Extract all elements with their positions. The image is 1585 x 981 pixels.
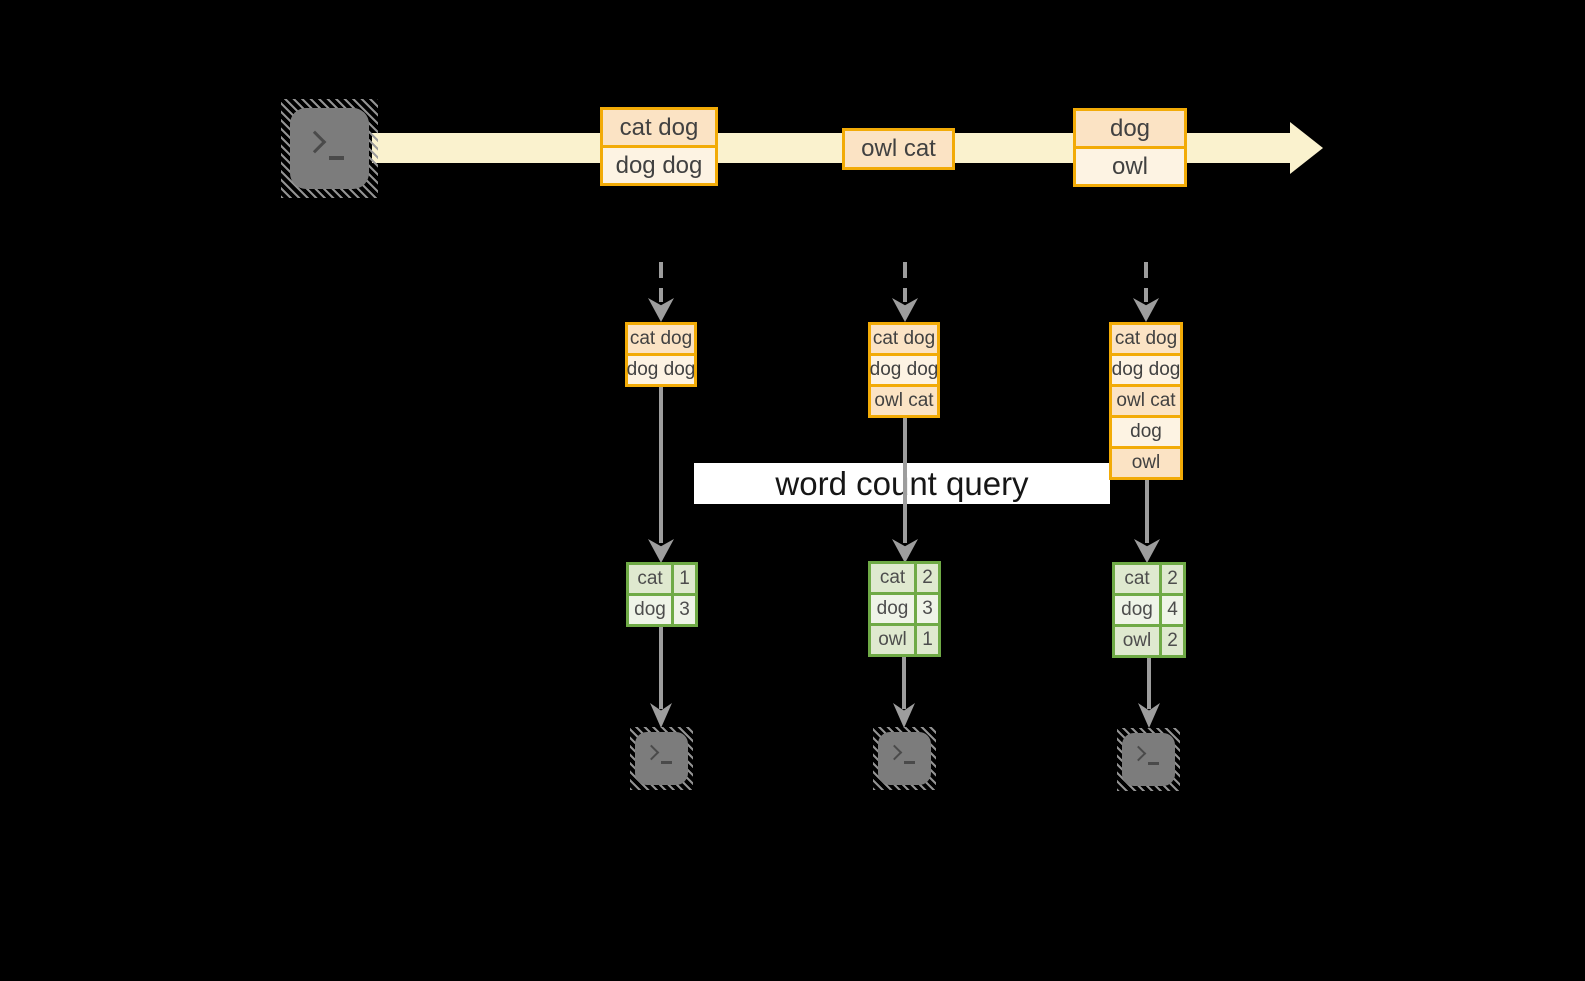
word-cell: owl xyxy=(1115,627,1159,655)
word-cell: dog xyxy=(871,595,914,623)
dashed-arrow-line xyxy=(659,262,663,302)
buffer-cell: dog dog xyxy=(627,356,695,384)
stream-record-box: dog owl xyxy=(1073,108,1187,187)
count-table: cat 2 dog 4 owl 2 xyxy=(1112,562,1186,658)
record-cell: owl cat xyxy=(845,131,952,167)
count-cell: 3 xyxy=(674,596,695,624)
prompt-underscore-icon xyxy=(1148,762,1159,765)
record-cell: cat dog xyxy=(603,110,715,145)
word-cell: cat xyxy=(871,564,914,592)
count-row: owl 1 xyxy=(871,626,938,654)
flow-arrow-line xyxy=(1147,658,1151,709)
prompt-underscore-icon xyxy=(329,156,344,160)
count-row: cat 2 xyxy=(1115,565,1183,593)
buffer-cell: cat dog xyxy=(871,325,937,353)
count-cell: 3 xyxy=(917,595,938,623)
word-cell: dog xyxy=(1115,596,1159,624)
word-cell: owl xyxy=(871,626,914,654)
terminal-screen xyxy=(878,732,931,785)
count-row: dog 3 xyxy=(871,595,938,623)
buffer-cell: owl xyxy=(1112,449,1180,477)
terminal-screen xyxy=(290,108,369,189)
flow-arrow-line xyxy=(1145,480,1149,543)
terminal-sink-icon xyxy=(1117,728,1180,791)
query-banner: word count query xyxy=(694,463,1110,504)
terminal-sink-icon xyxy=(630,727,693,790)
word-cell: cat xyxy=(1115,565,1159,593)
count-cell: 2 xyxy=(917,564,938,592)
buffer-cell: cat dog xyxy=(1112,325,1180,353)
count-row: cat 1 xyxy=(629,565,695,593)
count-cell: 2 xyxy=(1162,627,1183,655)
flow-arrow-line xyxy=(902,657,906,709)
record-cell: dog xyxy=(1076,111,1184,146)
flow-arrow-line xyxy=(659,627,663,709)
buffer-cell: dog dog xyxy=(870,356,938,384)
record-cell: dog dog xyxy=(603,148,715,183)
count-table: cat 2 dog 3 owl 1 xyxy=(868,561,941,657)
prompt-chevron-icon xyxy=(643,744,660,761)
buffer-cell: owl cat xyxy=(871,387,937,415)
terminal-sink-icon xyxy=(873,727,936,790)
buffer-cell: owl cat xyxy=(1112,387,1180,415)
count-cell: 1 xyxy=(674,565,695,593)
prompt-underscore-icon xyxy=(661,761,672,764)
buffer-cell: cat dog xyxy=(628,325,694,353)
prompt-chevron-icon xyxy=(886,744,903,761)
terminal-screen xyxy=(1122,733,1175,786)
buffer-box: cat dog dog dog xyxy=(625,322,697,387)
count-row: owl 2 xyxy=(1115,627,1183,655)
count-row: cat 2 xyxy=(871,564,938,592)
count-cell: 1 xyxy=(917,626,938,654)
count-cell: 2 xyxy=(1162,565,1183,593)
prompt-underscore-icon xyxy=(904,761,915,764)
word-cell: cat xyxy=(629,565,671,593)
dashed-arrow-line xyxy=(1144,262,1148,302)
stream-record-box: owl cat xyxy=(842,128,955,170)
buffer-box: cat dog dog dog owl cat dog owl xyxy=(1109,322,1183,480)
buffer-cell: dog xyxy=(1112,418,1180,446)
terminal-screen xyxy=(635,732,688,785)
dashed-arrow-line xyxy=(903,262,907,302)
terminal-source-icon xyxy=(281,99,378,198)
record-cell: owl xyxy=(1076,149,1184,184)
buffer-box: cat dog dog dog owl cat xyxy=(868,322,940,418)
prompt-chevron-icon xyxy=(303,130,327,154)
word-cell: dog xyxy=(629,596,671,624)
count-table: cat 1 dog 3 xyxy=(626,562,698,627)
flow-arrow-line xyxy=(659,387,663,543)
count-cell: 4 xyxy=(1162,596,1183,624)
stream-arrowhead-icon xyxy=(1290,122,1323,174)
buffer-cell: dog dog xyxy=(1112,356,1180,384)
flow-arrow-line xyxy=(903,418,907,543)
count-row: dog 4 xyxy=(1115,596,1183,624)
stream-record-box: cat dog dog dog xyxy=(600,107,718,186)
prompt-chevron-icon xyxy=(1130,745,1147,762)
count-row: dog 3 xyxy=(629,596,695,624)
